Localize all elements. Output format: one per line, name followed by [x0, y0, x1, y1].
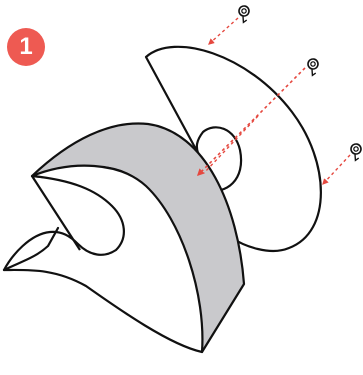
screw-icon — [235, 4, 253, 22]
screw-top — [209, 4, 253, 44]
screw-icon — [304, 57, 322, 75]
screw-right — [323, 142, 363, 184]
screw-icon — [347, 142, 363, 160]
guide-line-right — [323, 155, 350, 184]
guide-line-top — [209, 18, 238, 44]
